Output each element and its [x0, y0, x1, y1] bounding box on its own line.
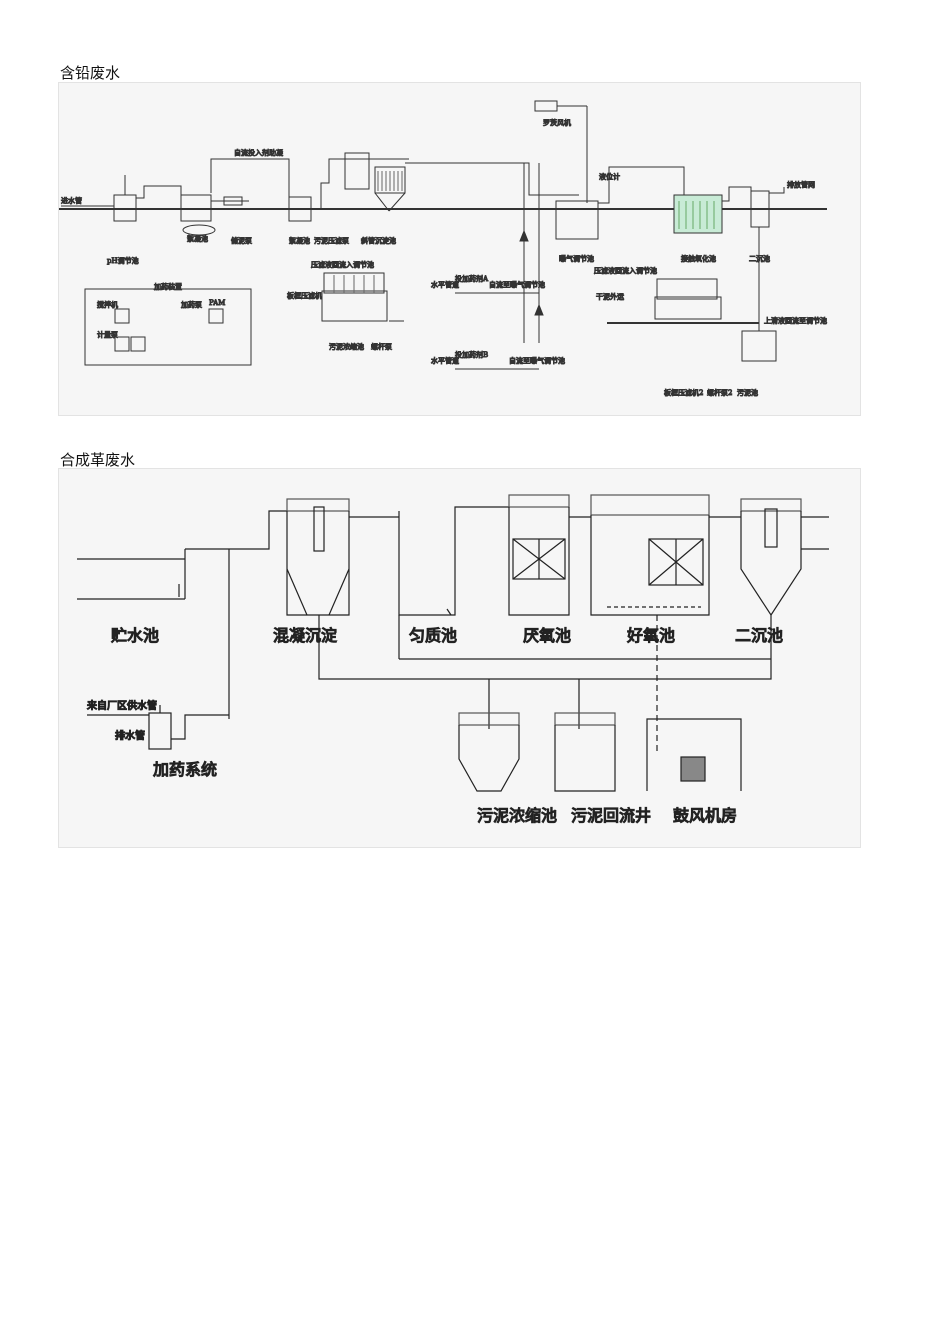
line-b-label: 自流至曝气调节池: [509, 356, 565, 365]
settler-label: 斜管沉淀池: [361, 236, 396, 245]
reaction-label: 絮凝池: [187, 234, 208, 243]
water-level-label: 液位计: [599, 172, 620, 181]
thicken-label: 污泥浓缩池: [477, 806, 557, 825]
blower-room-label: 鼓风机房: [673, 806, 737, 825]
dose4-label: PAM: [209, 299, 225, 307]
aeration-label: 曝气调节池: [559, 254, 594, 263]
line-a-label: 自流至曝气调节池: [489, 280, 545, 289]
press-note-label: 压滤液回流入调节池: [311, 260, 374, 269]
section-title-leather: 合成革废水: [60, 451, 136, 469]
lead-wastewater-diagram: 进水管 pH调节池 絮凝池 自流投入剂助凝 储泥泵 絮凝池 污泥压滤泵 斜管沉淀…: [58, 82, 861, 416]
dosing-label: 加药系统: [153, 760, 217, 779]
level-a-label: 水平管道: [431, 280, 459, 289]
contact-label: 接触氧化池: [681, 254, 716, 263]
equal-label: 匀质池: [409, 626, 457, 645]
chem-b-label: 投加药剂B: [455, 350, 488, 359]
dry-cake-label: 干泥外运: [596, 292, 624, 301]
inlet-label: 进水管: [61, 196, 82, 205]
sludge-tank-label: 污泥浓缩池: [329, 342, 364, 351]
pretreat-label: pH调节池: [107, 256, 139, 265]
outlet-label: 排放管网: [787, 180, 815, 189]
aerobic-label: 好氧池: [627, 626, 675, 645]
coag-label: 混凝沉淀: [273, 626, 337, 645]
dose3-label: 计量泵: [97, 330, 118, 339]
press-label: 板框压滤机: [287, 291, 322, 300]
drain-label: 排水管: [115, 729, 145, 742]
storage-label: 贮水池: [111, 626, 159, 645]
dose2-label: 加药泵: [181, 300, 202, 309]
second-label: 二沉池: [735, 626, 783, 645]
dosing-box-label: 加药装置: [154, 282, 182, 291]
dose1-label: 搅拌机: [97, 300, 118, 309]
final-well-label: 上清液回流至调节池: [764, 316, 827, 325]
press-pump-label: 储泥泵: [231, 236, 252, 245]
pond-label: 污泥池: [737, 388, 758, 397]
chem-a-label: 投加药剂A: [455, 274, 489, 283]
return-well-label: 污泥回流井: [571, 806, 651, 825]
filter-pump-label: 污泥压滤泵: [314, 236, 349, 245]
section-title-lead: 含铅废水: [60, 64, 121, 82]
synthetic-leather-diagram: 贮水池 混凝沉淀 匀质池 厌氧池 好氧池 二沉池 来自厂区供水管 排水管 加药系…: [58, 468, 861, 848]
press2-label: 板框压滤机2: [664, 388, 703, 397]
reuse-note-label: 压滤液回流入调节池: [594, 266, 657, 275]
anox-label: 厌氧池: [523, 626, 571, 645]
pump2-label: 螺杆泵2: [707, 388, 732, 397]
sludge-pump-label: 螺杆泵: [371, 342, 392, 351]
reaction-pump-label: 絮凝池: [289, 236, 310, 245]
tap-water-label: 来自厂区供水管: [87, 699, 157, 712]
flocculant-label: 自流投入剂助凝: [234, 148, 283, 157]
level-b-label: 水平管道: [431, 356, 459, 365]
blower-label: 罗茨风机: [543, 118, 571, 127]
